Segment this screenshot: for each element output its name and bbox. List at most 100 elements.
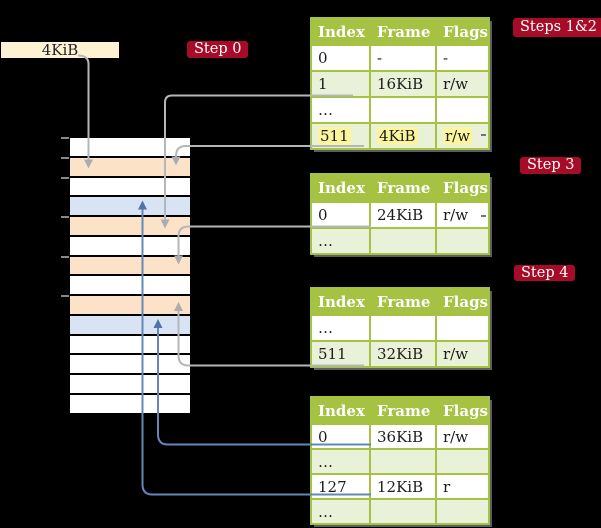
column-header: Flags bbox=[435, 287, 490, 316]
table-cell: 1 bbox=[310, 70, 371, 98]
table-cell: … bbox=[310, 96, 371, 124]
badge-step-3-label: Step 3 bbox=[527, 157, 575, 173]
table-cell: r/w bbox=[435, 122, 490, 150]
tick-mark bbox=[61, 156, 69, 159]
column-header: Flags bbox=[435, 396, 490, 425]
tick-mark bbox=[61, 216, 69, 218]
table-cell: r/w bbox=[435, 340, 490, 368]
tick-mark bbox=[61, 255, 69, 258]
column-header: Frame bbox=[369, 173, 437, 203]
memory-frame-row-orange bbox=[70, 296, 190, 316]
physical-memory-column bbox=[70, 138, 190, 415]
table-cell bbox=[435, 314, 490, 342]
table-row: … bbox=[310, 96, 490, 124]
table-row: … bbox=[310, 448, 490, 475]
column-header: Index bbox=[310, 173, 371, 203]
table-cell: - bbox=[369, 44, 437, 72]
memory-frame-row-orange bbox=[70, 157, 190, 178]
table-cell bbox=[435, 227, 490, 255]
table-cell: r/w bbox=[435, 201, 490, 229]
table-cell: 24KiB bbox=[369, 201, 437, 229]
table-cell: 36KiB bbox=[369, 423, 437, 450]
badge-step-4-label: Step 4 bbox=[521, 265, 569, 281]
table-cell bbox=[369, 227, 437, 255]
memory-frame-row-white bbox=[70, 355, 190, 375]
memory-frame-row-white bbox=[70, 335, 190, 356]
tick-mark bbox=[61, 176, 69, 179]
frame-pointer-label: 4KiB bbox=[41, 41, 79, 59]
table-cell: 511 bbox=[310, 122, 371, 150]
memory-frame-row-white bbox=[70, 138, 190, 158]
column-header: Index bbox=[310, 396, 371, 425]
memory-frame-row-orange bbox=[70, 256, 190, 277]
table-cell: 127 bbox=[310, 473, 371, 500]
column-header: Index bbox=[310, 287, 371, 316]
highlighted-value: 4KiB bbox=[377, 127, 418, 145]
table-row: … bbox=[310, 227, 490, 255]
table-cell: r bbox=[435, 473, 490, 500]
table-cell: … bbox=[310, 448, 371, 475]
highlighted-value: 511 bbox=[318, 127, 351, 145]
column-header: Frame bbox=[369, 396, 437, 425]
table-cell: … bbox=[310, 314, 371, 342]
table-cell bbox=[435, 448, 490, 475]
table-cell bbox=[369, 96, 437, 124]
table-cell: … bbox=[310, 498, 371, 525]
badge-steps-1-2: Steps 1&2 bbox=[513, 18, 601, 37]
memory-frame-row-white bbox=[70, 375, 190, 395]
memory-frame-row-white bbox=[70, 394, 190, 415]
table-cell bbox=[369, 498, 437, 525]
frame-pointer-box: 4KiB bbox=[1, 42, 119, 58]
table-cell: 0 bbox=[310, 44, 371, 72]
badge-steps-1-2-label: Steps 1&2 bbox=[520, 19, 598, 35]
table-cell: 511 bbox=[310, 340, 371, 368]
tick-mark bbox=[61, 295, 69, 297]
memory-frame-row-white bbox=[70, 276, 190, 296]
table-cell: … bbox=[310, 227, 371, 255]
badge-step-0: Step 0 bbox=[187, 41, 249, 58]
memory-frame-row-blue bbox=[70, 197, 190, 217]
table-cell bbox=[435, 498, 490, 525]
memory-frame-row-blue bbox=[70, 315, 190, 336]
table-cell: 4KiB bbox=[369, 122, 437, 150]
column-header: Frame bbox=[369, 287, 437, 316]
table-cell: r/w bbox=[435, 70, 490, 98]
column-header: Frame bbox=[369, 17, 437, 46]
table-cell: 0 bbox=[310, 201, 371, 229]
table-cell: 16KiB bbox=[369, 70, 437, 98]
connector-stub-table2 bbox=[481, 214, 486, 217]
table-cell bbox=[435, 96, 490, 124]
table-cell: 32KiB bbox=[369, 340, 437, 368]
table-cell: 12KiB bbox=[369, 473, 437, 500]
badge-step-0-label: Step 0 bbox=[194, 41, 242, 57]
column-header: Flags bbox=[435, 17, 490, 46]
table-row: … bbox=[310, 498, 490, 525]
table-cell bbox=[369, 314, 437, 342]
table-cell: 0 bbox=[310, 423, 371, 450]
table-cell: r/w bbox=[435, 423, 490, 450]
column-header: Flags bbox=[435, 173, 490, 203]
connector-stub-table1 bbox=[481, 133, 486, 136]
badge-step-4: Step 4 bbox=[514, 265, 576, 281]
badge-step-3: Step 3 bbox=[520, 157, 582, 174]
highlighted-value: r/w bbox=[443, 127, 473, 145]
table-cell bbox=[369, 448, 437, 475]
table-row: … bbox=[310, 314, 490, 342]
table-row: 511 4KiB r/w bbox=[310, 122, 490, 150]
tick-mark bbox=[61, 137, 69, 139]
memory-frame-row-white bbox=[70, 177, 190, 198]
memory-frame-row-orange bbox=[70, 217, 190, 237]
memory-frame-row-white bbox=[70, 236, 190, 257]
table-cell: - bbox=[435, 44, 490, 72]
table-row: 0-- bbox=[310, 44, 490, 72]
